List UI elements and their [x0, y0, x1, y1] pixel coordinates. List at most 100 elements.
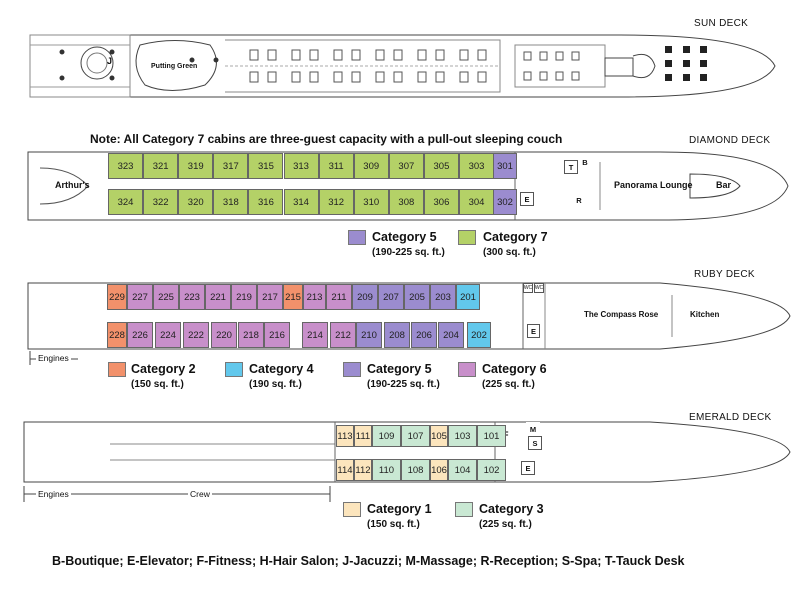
cabin-308[interactable]: 308: [388, 189, 424, 215]
legend-cat2-swatch: [108, 362, 126, 377]
cabin-205[interactable]: 205: [404, 284, 430, 310]
cabin-221[interactable]: 221: [205, 284, 231, 310]
spa-label: S: [528, 436, 542, 450]
cabin-215[interactable]: 215: [283, 284, 303, 310]
cabin-224[interactable]: 224: [155, 322, 181, 348]
cabin-213[interactable]: 213: [303, 284, 326, 310]
legend-cat3-title: Category 3: [479, 502, 544, 516]
amenities-key: B-Boutique; E-Elevator; F-Fitness; H-Hai…: [52, 554, 685, 568]
cabin-321[interactable]: 321: [143, 153, 179, 179]
cabin-227[interactable]: 227: [127, 284, 153, 310]
cabin-319[interactable]: 319: [178, 153, 214, 179]
reception-label: R: [572, 193, 586, 207]
legend-cat4-swatch: [225, 362, 243, 377]
cabin-317[interactable]: 317: [213, 153, 249, 179]
cabin-105[interactable]: 105: [430, 425, 448, 447]
cabin-307[interactable]: 307: [388, 153, 424, 179]
jacuzzi-label: J: [107, 56, 113, 66]
cabin-324[interactable]: 324: [108, 189, 144, 215]
compass-rose-label: The Compass Rose: [584, 310, 659, 319]
emerald-deck-hull: [23, 421, 791, 502]
cabin-110[interactable]: 110: [372, 459, 401, 481]
legend-cat6-title: Category 6: [482, 362, 547, 376]
legend-cat1-swatch: [343, 502, 361, 517]
cabin-220[interactable]: 220: [211, 322, 237, 348]
legend-cat6-sub: (225 sq. ft.): [482, 379, 535, 390]
cabin-209[interactable]: 209: [352, 284, 378, 310]
cabin-112[interactable]: 112: [354, 459, 372, 481]
legend-cat1-title: Category 1: [367, 502, 432, 516]
cabin-212[interactable]: 212: [330, 322, 356, 348]
cabin-211[interactable]: 211: [326, 284, 352, 310]
cabin-312[interactable]: 312: [318, 189, 354, 215]
cabin-102[interactable]: 102: [477, 459, 506, 481]
legend-cat2-title: Category 2: [131, 362, 196, 376]
cabin-217[interactable]: 217: [257, 284, 283, 310]
cabin-309[interactable]: 309: [353, 153, 389, 179]
cabin-113[interactable]: 113: [336, 425, 354, 447]
cabin-315[interactable]: 315: [248, 153, 284, 179]
kitchen-label: Kitchen: [690, 310, 720, 319]
cabin-223[interactable]: 223: [179, 284, 205, 310]
cabin-310[interactable]: 310: [353, 189, 389, 215]
cabin-219[interactable]: 219: [231, 284, 257, 310]
legend-cat7-swatch: [458, 230, 476, 245]
putting-green-label: Putting Green: [151, 63, 198, 70]
bar-label: Bar: [716, 180, 732, 190]
cabin-202[interactable]: 202: [467, 322, 491, 348]
cabin-216[interactable]: 216: [264, 322, 290, 348]
cabin-108[interactable]: 108: [401, 459, 430, 481]
cabin-107[interactable]: 107: [401, 425, 430, 447]
cabin-229[interactable]: 229: [107, 284, 127, 310]
cabin-210[interactable]: 210: [356, 322, 382, 348]
ruby-deck-title: RUBY DECK: [694, 269, 755, 280]
diamond-deck-title: DIAMOND DECK: [689, 135, 771, 146]
cabin-313[interactable]: 313: [283, 153, 319, 179]
legend-cat1-sub: (150 sq. ft.): [367, 519, 420, 530]
legend-cat3-swatch: [455, 502, 473, 517]
cabin-306[interactable]: 306: [423, 189, 459, 215]
legend-cat4-sub: (190 sq. ft.): [249, 379, 302, 390]
elevator-label-ruby: E: [527, 324, 540, 338]
cabin-311[interactable]: 311: [318, 153, 354, 179]
cabin-316[interactable]: 316: [248, 189, 284, 215]
ruby-engines-label: Engines: [36, 353, 71, 363]
cabin-226[interactable]: 226: [127, 322, 153, 348]
cabin-203[interactable]: 203: [430, 284, 456, 310]
cabin-206[interactable]: 206: [411, 322, 437, 348]
cabin-228[interactable]: 228: [107, 322, 127, 348]
cabin-302[interactable]: 302: [493, 189, 517, 215]
cabin-320[interactable]: 320: [178, 189, 214, 215]
cabin-101[interactable]: 101: [477, 425, 506, 447]
legend-cat3-sub: (225 sq. ft.): [479, 519, 532, 530]
cabin-314[interactable]: 314: [283, 189, 319, 215]
massage-label: M: [526, 422, 540, 436]
cabin-207[interactable]: 207: [378, 284, 404, 310]
cabin-111[interactable]: 111: [354, 425, 372, 447]
elevator-label-emerald: E: [521, 461, 535, 475]
cabin-204[interactable]: 204: [438, 322, 464, 348]
cabin-322[interactable]: 322: [143, 189, 179, 215]
cabin-222[interactable]: 222: [183, 322, 209, 348]
cabin-225[interactable]: 225: [153, 284, 179, 310]
cabin-103[interactable]: 103: [448, 425, 477, 447]
cabin-104[interactable]: 104: [448, 459, 477, 481]
crew-label: Crew: [188, 489, 212, 499]
cabin-106[interactable]: 106: [430, 459, 448, 481]
cabin-304[interactable]: 304: [459, 189, 495, 215]
cabin-318[interactable]: 318: [213, 189, 249, 215]
cabin-303[interactable]: 303: [459, 153, 495, 179]
cabin-218[interactable]: 218: [238, 322, 264, 348]
cabin-109[interactable]: 109: [372, 425, 401, 447]
legend-cat5-sub-diamond: (190-225 sq. ft.): [372, 247, 445, 258]
legend-cat2-sub: (150 sq. ft.): [131, 379, 184, 390]
cabin-201[interactable]: 201: [456, 284, 480, 310]
cabin-208[interactable]: 208: [384, 322, 410, 348]
cabin-214[interactable]: 214: [302, 322, 328, 348]
legend-cat5-swatch-diamond: [348, 230, 366, 245]
cabin-305[interactable]: 305: [423, 153, 459, 179]
legend-cat5-swatch-ruby: [343, 362, 361, 377]
cabin-114[interactable]: 114: [336, 459, 354, 481]
cabin-323[interactable]: 323: [108, 153, 144, 179]
cabin-301[interactable]: 301: [493, 153, 517, 179]
